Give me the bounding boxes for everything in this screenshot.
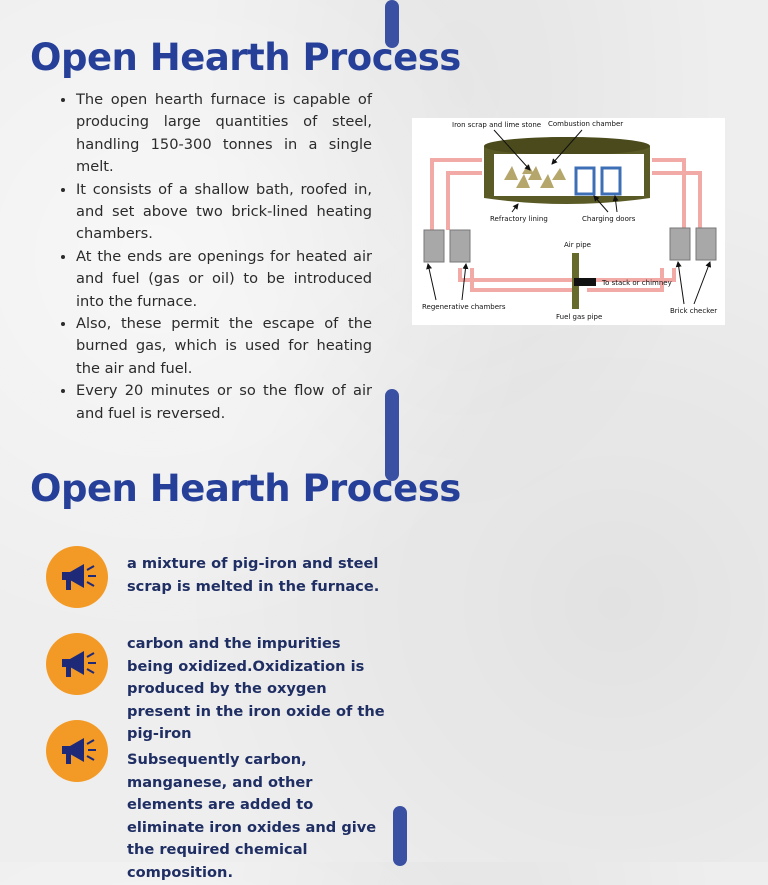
step-text: a mixture of pig-iron and steel scrap is… bbox=[127, 555, 380, 595]
section-title: Open Hearth Process bbox=[30, 467, 461, 510]
bullet-item: At the ends are openings for heated air … bbox=[76, 246, 372, 313]
bullet-item: Every 20 minutes or so the flow of air a… bbox=[76, 380, 372, 425]
step-icon-circle bbox=[46, 720, 108, 782]
bullet-item: The open hearth furnace is capable of pr… bbox=[76, 89, 372, 179]
regenerative-chambers bbox=[423, 227, 717, 263]
accent-bar-top bbox=[385, 0, 399, 48]
label-arrows bbox=[426, 129, 712, 305]
label-refractory-lining: Refractory lining bbox=[490, 215, 548, 223]
furnace-diagram-svg: Iron scrap and lime stone Combustion cha… bbox=[422, 120, 717, 321]
label-combustion-chamber: Combustion chamber bbox=[548, 120, 623, 128]
label-iron-scrap: Iron scrap and lime stone bbox=[452, 121, 541, 129]
label-brick-checker: Brick checker bbox=[670, 307, 717, 315]
step-icon-circle bbox=[46, 633, 108, 695]
label-stack: To stack or chimney bbox=[601, 279, 672, 287]
label-fuel-gas-pipe: Fuel gas pipe bbox=[556, 313, 602, 321]
label-regenerative-chambers: Regenerative chambers bbox=[422, 303, 506, 311]
stack-outlet bbox=[574, 278, 596, 286]
step-text: carbon and the impurities being oxidized… bbox=[127, 635, 385, 743]
accent-bar-middle bbox=[385, 389, 399, 481]
accent-bar-bottom bbox=[393, 806, 407, 866]
bullet-item: It consists of a shallow bath, roofed in… bbox=[76, 179, 372, 246]
step-text: Subsequently carbon, manganese, and othe… bbox=[127, 751, 377, 881]
charging-door bbox=[574, 166, 596, 196]
furnace-diagram: Iron scrap and lime stone Combustion cha… bbox=[412, 118, 725, 325]
charging-door bbox=[600, 166, 622, 196]
bullet-item: Also, these permit the escape of the bur… bbox=[76, 313, 372, 380]
step-icon-circle bbox=[46, 546, 108, 608]
megaphone-icon bbox=[62, 564, 96, 590]
megaphone-icon bbox=[62, 738, 96, 764]
label-air-pipe: Air pipe bbox=[564, 241, 591, 249]
bullet-list: The open hearth furnace is capable of pr… bbox=[58, 89, 372, 425]
label-charging-doors: Charging doors bbox=[582, 215, 636, 223]
page-title: Open Hearth Process bbox=[30, 36, 461, 79]
megaphone-icon bbox=[62, 651, 96, 677]
